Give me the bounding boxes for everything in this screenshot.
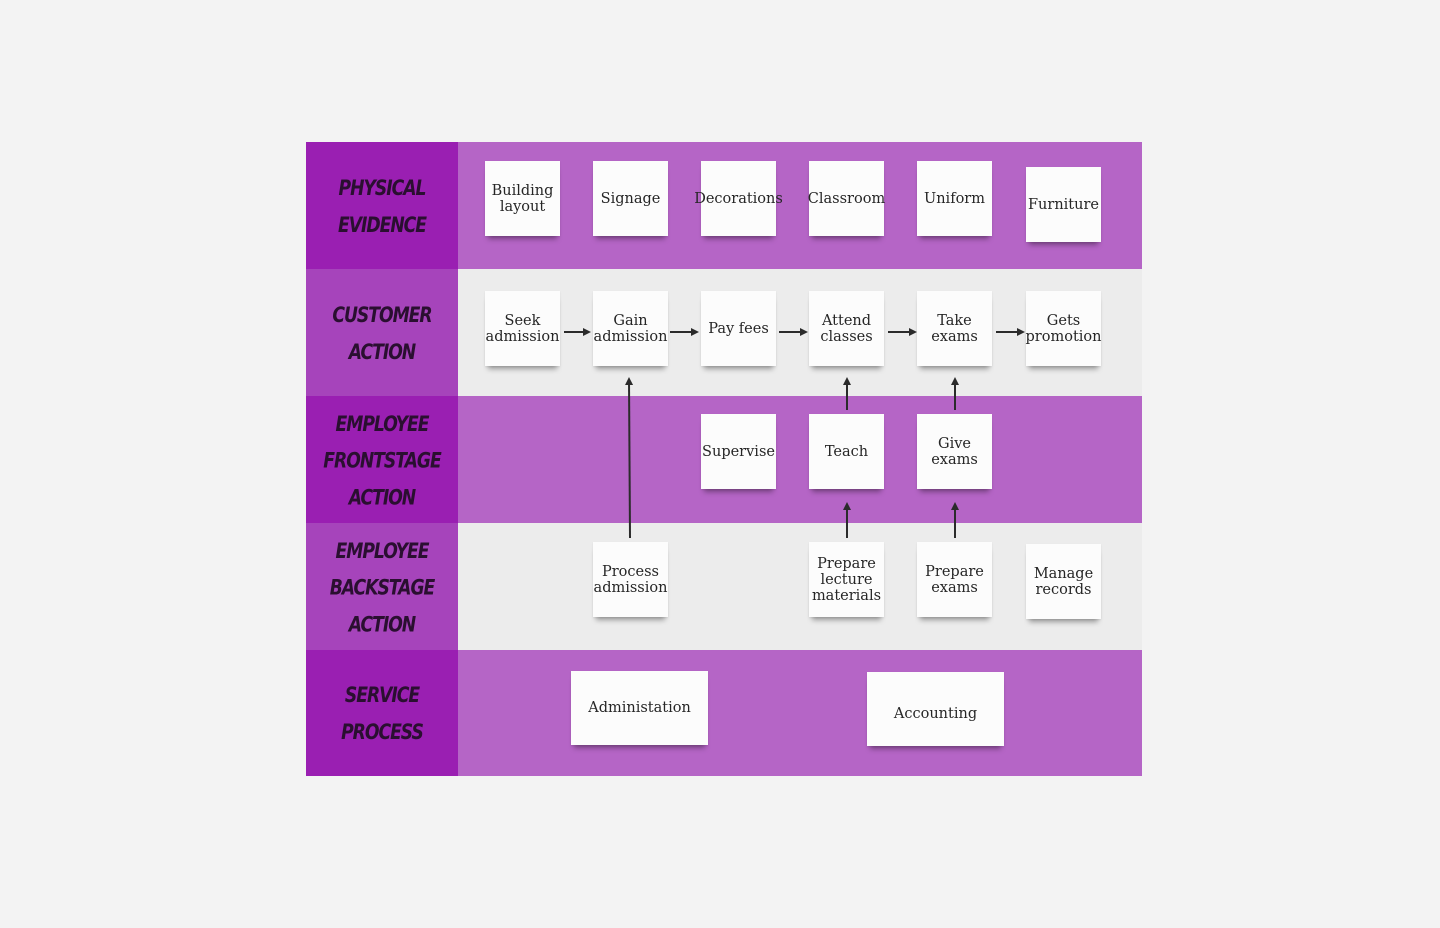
note-teach[interactable]: Teach — [809, 414, 884, 489]
lane-title-employee-backstage: EMPLOYEE BACKSTAGE ACTION — [329, 536, 436, 637]
lane-service-process: SERVICE PROCESS — [306, 650, 1142, 776]
lane-label-service-process: SERVICE PROCESS — [306, 650, 458, 776]
note-gain-admission[interactable]: Gain admission — [593, 291, 668, 366]
note-administation[interactable]: Administation — [571, 671, 708, 745]
lane-body-service-process — [458, 650, 1142, 776]
note-supervise[interactable]: Supervise — [701, 414, 776, 489]
lane-title-service-process: SERVICE PROCESS — [341, 681, 424, 745]
note-pay-fees[interactable]: Pay fees — [701, 291, 776, 366]
note-process-admission[interactable]: Process admission — [593, 542, 668, 617]
lane-title-employee-frontstage: EMPLOYEE FRONTSTAGE ACTION — [323, 409, 441, 510]
note-attend-classes[interactable]: Attend classes — [809, 291, 884, 366]
note-building-layout[interactable]: Building layout — [485, 161, 560, 236]
note-uniform[interactable]: Uniform — [917, 161, 992, 236]
lane-label-physical-evidence: PHYSICAL EVIDENCE — [306, 142, 458, 269]
lane-title-customer-action: CUSTOMER ACTION — [332, 301, 432, 364]
note-classroom[interactable]: Classroom — [808, 161, 885, 236]
lane-title-physical-evidence: PHYSICAL EVIDENCE — [337, 174, 427, 237]
note-manage-records[interactable]: Manage records — [1026, 544, 1101, 619]
lane-label-customer-action: CUSTOMER ACTION — [306, 269, 458, 396]
note-give-exams[interactable]: Give exams — [917, 414, 992, 489]
note-take-exams[interactable]: Take exams — [917, 291, 992, 366]
note-gets-promotion[interactable]: Gets promotion — [1026, 291, 1101, 366]
note-accounting[interactable]: Accounting — [867, 672, 1004, 746]
note-furniture[interactable]: Furniture — [1026, 167, 1101, 242]
lane-employee-backstage: EMPLOYEE BACKSTAGE ACTION — [306, 523, 1142, 650]
lane-label-employee-backstage: EMPLOYEE BACKSTAGE ACTION — [306, 523, 458, 650]
lane-body-employee-frontstage — [458, 396, 1142, 523]
note-seek-admission[interactable]: Seek admission — [485, 291, 560, 366]
note-signage[interactable]: Signage — [593, 161, 668, 236]
note-prepare-exams[interactable]: Prepare exams — [917, 542, 992, 617]
note-decorations[interactable]: Decorations — [694, 161, 783, 236]
note-prepare-lecture-materials[interactable]: Prepare lecture materials — [809, 542, 884, 617]
service-blueprint-board: PHYSICAL EVIDENCE CUSTOMER ACTION EMPLOY… — [306, 142, 1142, 776]
lane-label-employee-frontstage: EMPLOYEE FRONTSTAGE ACTION — [306, 396, 458, 523]
lane-employee-frontstage: EMPLOYEE FRONTSTAGE ACTION — [306, 396, 1142, 523]
